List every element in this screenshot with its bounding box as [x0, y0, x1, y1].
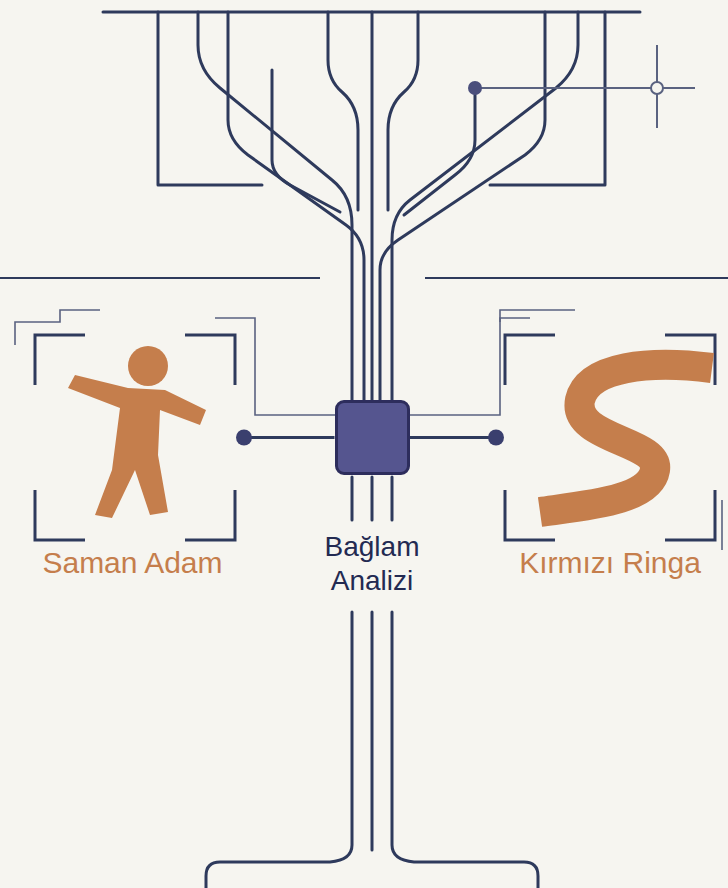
frame-brackets	[35, 335, 715, 540]
terminal-dot	[236, 430, 252, 446]
node-title: Bağlam Analizi	[312, 530, 432, 597]
crosshair	[475, 45, 695, 128]
concept-frame: Saman Adam	[21, 330, 244, 581]
tree-wires	[103, 12, 640, 888]
concept-frame: Kırmızı Ringa	[496, 330, 724, 581]
connector-line	[244, 436, 335, 439]
frame-area	[496, 330, 724, 545]
separator-lines	[0, 277, 728, 279]
red-herring-shape	[540, 365, 712, 512]
process-box: Bağlam Analizi	[312, 400, 432, 597]
junction-dot	[468, 81, 482, 95]
frame-steps	[15, 310, 722, 550]
concept-label: Saman Adam	[21, 545, 244, 581]
analysis-square	[335, 400, 410, 475]
straw-man-figure	[68, 346, 206, 518]
frame-area	[21, 330, 244, 545]
terminal-dot	[488, 430, 504, 446]
concept-label: Kırmızı Ringa	[496, 545, 724, 581]
connector-line	[410, 436, 497, 439]
